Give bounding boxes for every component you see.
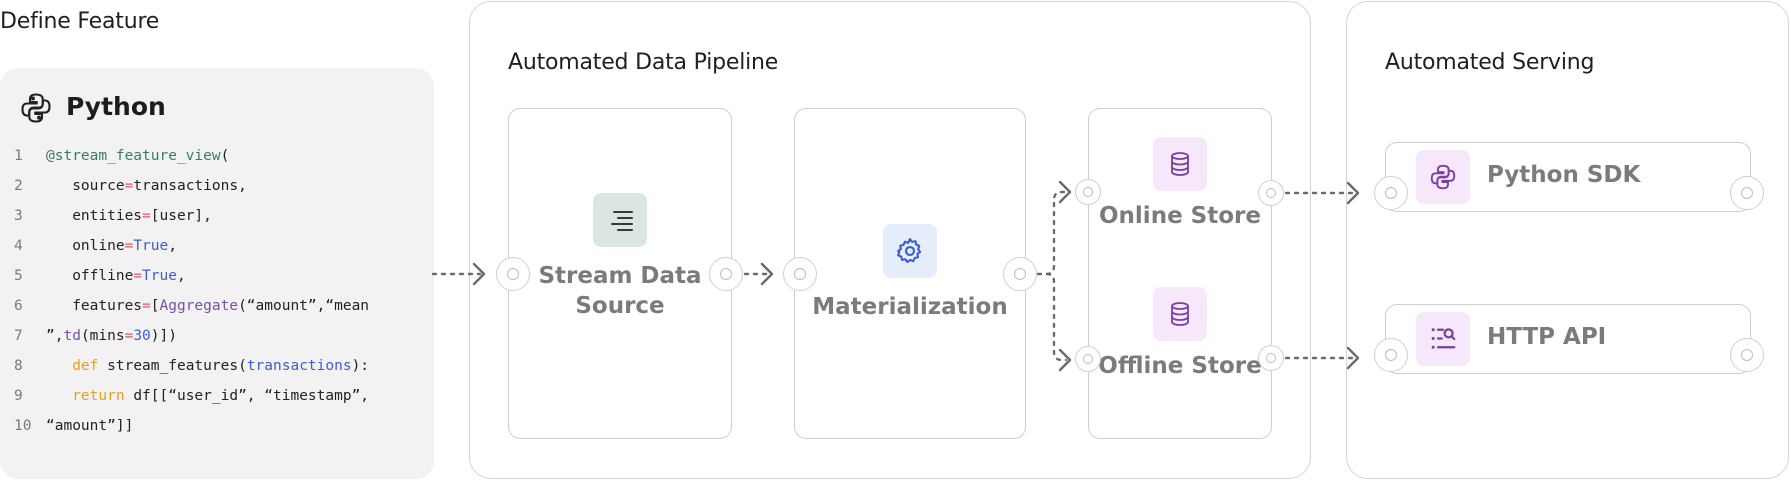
materialization-label: Materialization (812, 294, 1008, 320)
python-logo-icon (18, 90, 54, 126)
python-sdk-icon (1416, 150, 1470, 204)
code-token: )]) (150, 328, 177, 344)
python-sdk-input-port[interactable] (1374, 176, 1408, 210)
line-number: 6 (14, 298, 23, 314)
materialization-input-port[interactable] (783, 257, 817, 291)
line-number: 7 (14, 328, 23, 344)
line-number: 9 (14, 388, 23, 404)
online-store-input-port[interactable] (1075, 179, 1101, 205)
line-number: 2 (14, 178, 23, 194)
code-line: 10 “amount”]] (14, 418, 133, 434)
code-token: Aggregate (159, 298, 239, 314)
line-number: 4 (14, 238, 23, 254)
code-line: 2 source=transactions, (14, 178, 247, 194)
code-token: online (46, 238, 125, 254)
stores-card: Online Store Offline Store (1088, 108, 1272, 439)
code-token: features (46, 298, 143, 314)
materialization-output-port[interactable] (1003, 257, 1037, 291)
offline-store-database-icon (1153, 287, 1207, 341)
code-token: @stream_feature_view (46, 148, 221, 164)
stream-input-port[interactable] (496, 257, 530, 291)
code-token: ”, (46, 328, 64, 344)
code-line: 9 return df[[“user_id”, “timestamp”, (14, 388, 369, 404)
code-token: transactions (246, 358, 352, 374)
code-token: [ (150, 298, 160, 314)
python-sdk-output-port[interactable] (1730, 176, 1764, 210)
code-line: 5 offline=True, (14, 268, 186, 284)
http-api-label: HTTP API (1487, 324, 1607, 350)
serving-title: Automated Serving (1385, 50, 1595, 75)
code-token: = (142, 298, 151, 314)
gear-icon (883, 224, 937, 278)
online-store-database-icon (1153, 137, 1207, 191)
code-panel: Python 1@stream_feature_view(2 source=tr… (0, 68, 434, 479)
stream-output-port[interactable] (709, 257, 743, 291)
line-number: 10 (14, 418, 32, 434)
line-number: 8 (14, 358, 23, 374)
code-line: 7 ”,td(mins=30)]) (14, 328, 177, 344)
code-line: 8 def stream_features(transactions): (14, 358, 369, 374)
offline-store-input-port[interactable] (1075, 346, 1101, 372)
code-token: = (124, 328, 134, 344)
code-token: = (124, 238, 134, 254)
code-token: df[[“user_id”, “timestamp”, (124, 388, 370, 404)
online-store-output-port[interactable] (1258, 180, 1284, 206)
code-token: offline (46, 268, 134, 284)
code-token: = (133, 268, 143, 284)
materialization-card[interactable]: Materialization (794, 108, 1026, 439)
python-panel-title: Python (66, 92, 166, 121)
code-token: 30 (133, 328, 151, 344)
line-number: 5 (14, 268, 23, 284)
code-token: transactions, (133, 178, 247, 194)
define-feature-title: Define Feature (0, 9, 160, 34)
code-token: ( (220, 148, 230, 164)
code-token: (mins (80, 328, 125, 344)
stream-lines-icon (593, 193, 647, 247)
stream-data-source-card[interactable]: Stream Data Source (508, 108, 732, 439)
code-token: True (142, 268, 177, 284)
code-token: [user], (150, 208, 212, 224)
code-token: def (72, 358, 99, 374)
http-api-input-port[interactable] (1374, 338, 1408, 372)
code-token: source (46, 178, 125, 194)
code-token: ): (351, 358, 370, 374)
code-token: , (168, 238, 177, 254)
code-token: (“amount”,“mean (238, 298, 370, 314)
code-token: = (142, 208, 151, 224)
code-line: 6 features=[Aggregate(“amount”,“mean (14, 298, 369, 314)
python-sdk-label: Python SDK (1487, 162, 1641, 188)
offline-store-label[interactable]: Offline Store (1098, 353, 1262, 379)
list-search-icon (1416, 312, 1470, 366)
online-store-label[interactable]: Online Store (1099, 203, 1261, 229)
code-token: True (133, 238, 169, 254)
line-number: 1 (14, 148, 23, 164)
code-line: 1 @stream_feature_view( (14, 148, 229, 164)
code-token: entities (46, 208, 143, 224)
code-token: td (63, 328, 81, 344)
code-line: 3 entities=[user], (14, 208, 212, 224)
code-token: , (176, 268, 186, 284)
line-number: 3 (14, 208, 23, 224)
offline-store-output-port[interactable] (1258, 345, 1284, 371)
http-api-card[interactable]: HTTP API (1385, 304, 1751, 374)
code-token: “amount”]] (46, 418, 134, 434)
http-api-output-port[interactable] (1730, 338, 1764, 372)
code-line: 4 online=True, (14, 238, 177, 254)
code-token: return (72, 388, 125, 404)
code-token: stream_features( (98, 358, 247, 374)
stream-data-source-label: Stream Data Source (538, 263, 702, 319)
code-token: = (124, 178, 134, 194)
pipeline-title: Automated Data Pipeline (508, 50, 779, 75)
serving-container (1346, 1, 1789, 479)
python-sdk-card[interactable]: Python SDK (1385, 142, 1751, 212)
